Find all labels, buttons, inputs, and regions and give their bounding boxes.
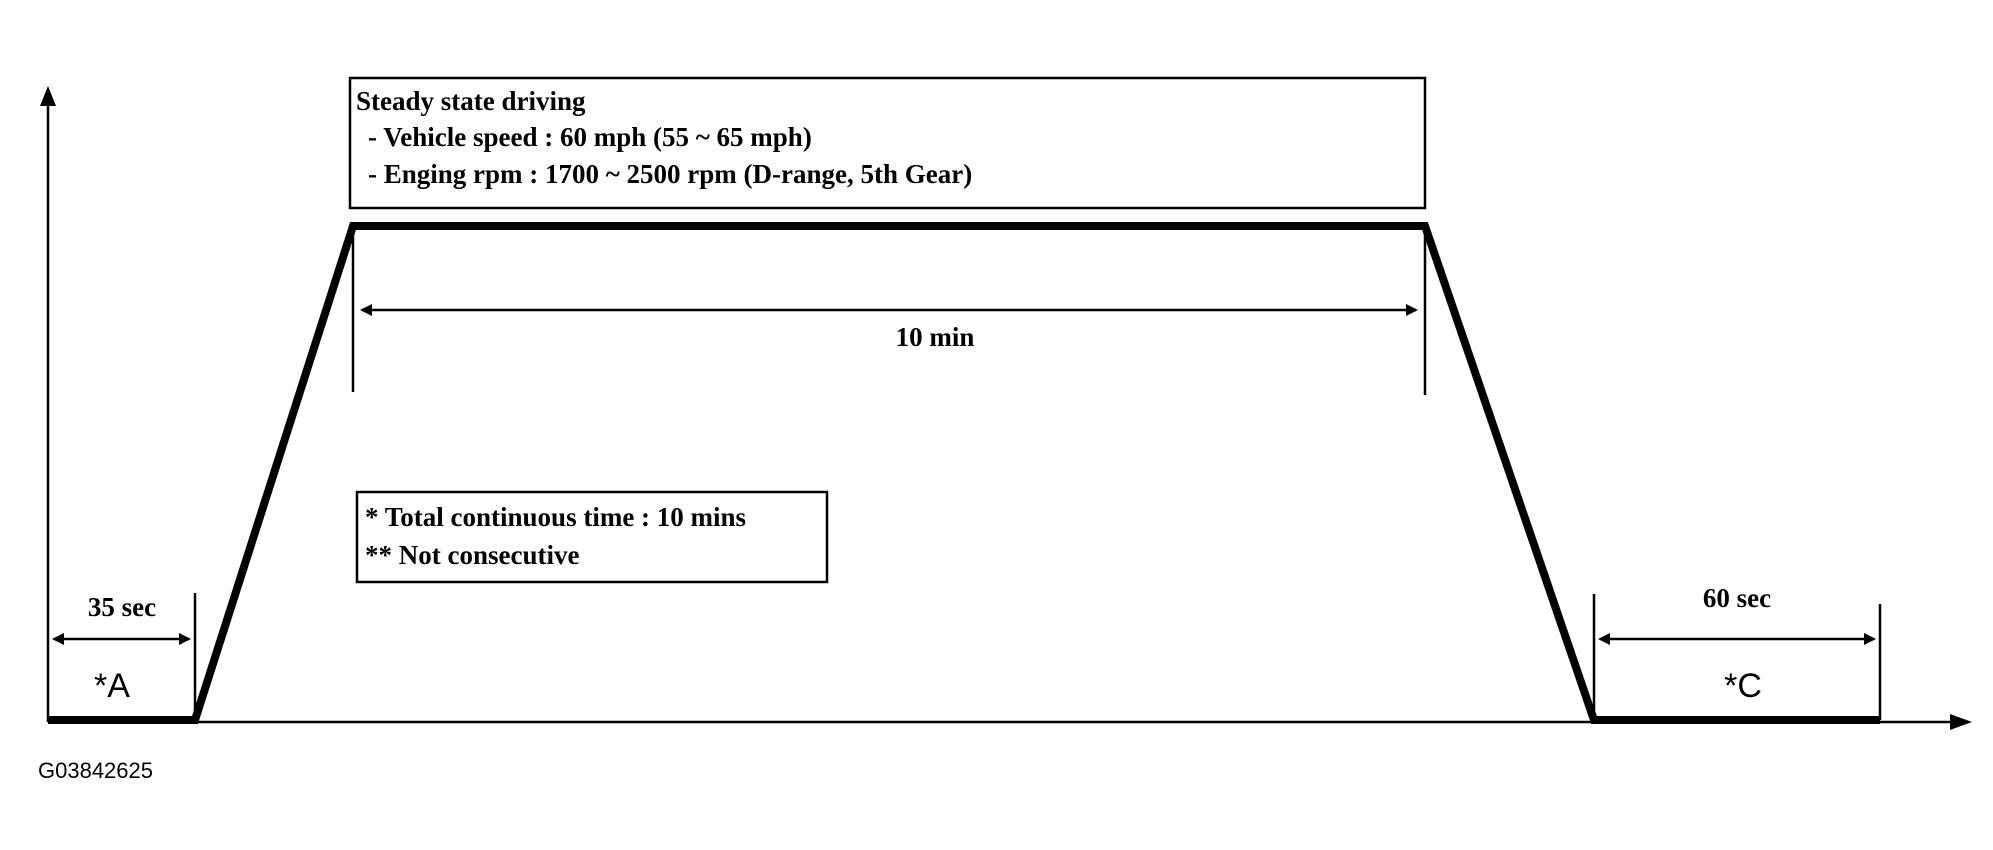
steady-state-rpm: - Enging rpm : 1700 ~ 2500 rpm (D-range,…	[368, 159, 972, 189]
note-box	[355, 490, 829, 584]
speed-profile-line	[48, 222, 1880, 724]
note-total-time: * Total continuous time : 10 mins	[365, 502, 746, 532]
steady-duration-label: 10 min	[896, 322, 975, 352]
phase-c-duration-label: 60 sec	[1703, 583, 1771, 613]
steady-state-title: Steady state driving	[356, 86, 586, 116]
phase-a-marker: *A	[94, 667, 130, 705]
phase-a-duration-label: 35 sec	[88, 592, 156, 622]
steady-state-box	[348, 76, 1427, 210]
figure-id: G03842625	[38, 758, 153, 783]
phase-c-marker: *C	[1724, 667, 1762, 705]
y-axis-arrowhead	[40, 86, 56, 106]
x-axis-arrowhead	[1950, 714, 1972, 730]
note-not-consecutive: ** Not consecutive	[365, 540, 579, 570]
steady-state-speed: - Vehicle speed : 60 mph (55 ~ 65 mph)	[368, 122, 812, 152]
